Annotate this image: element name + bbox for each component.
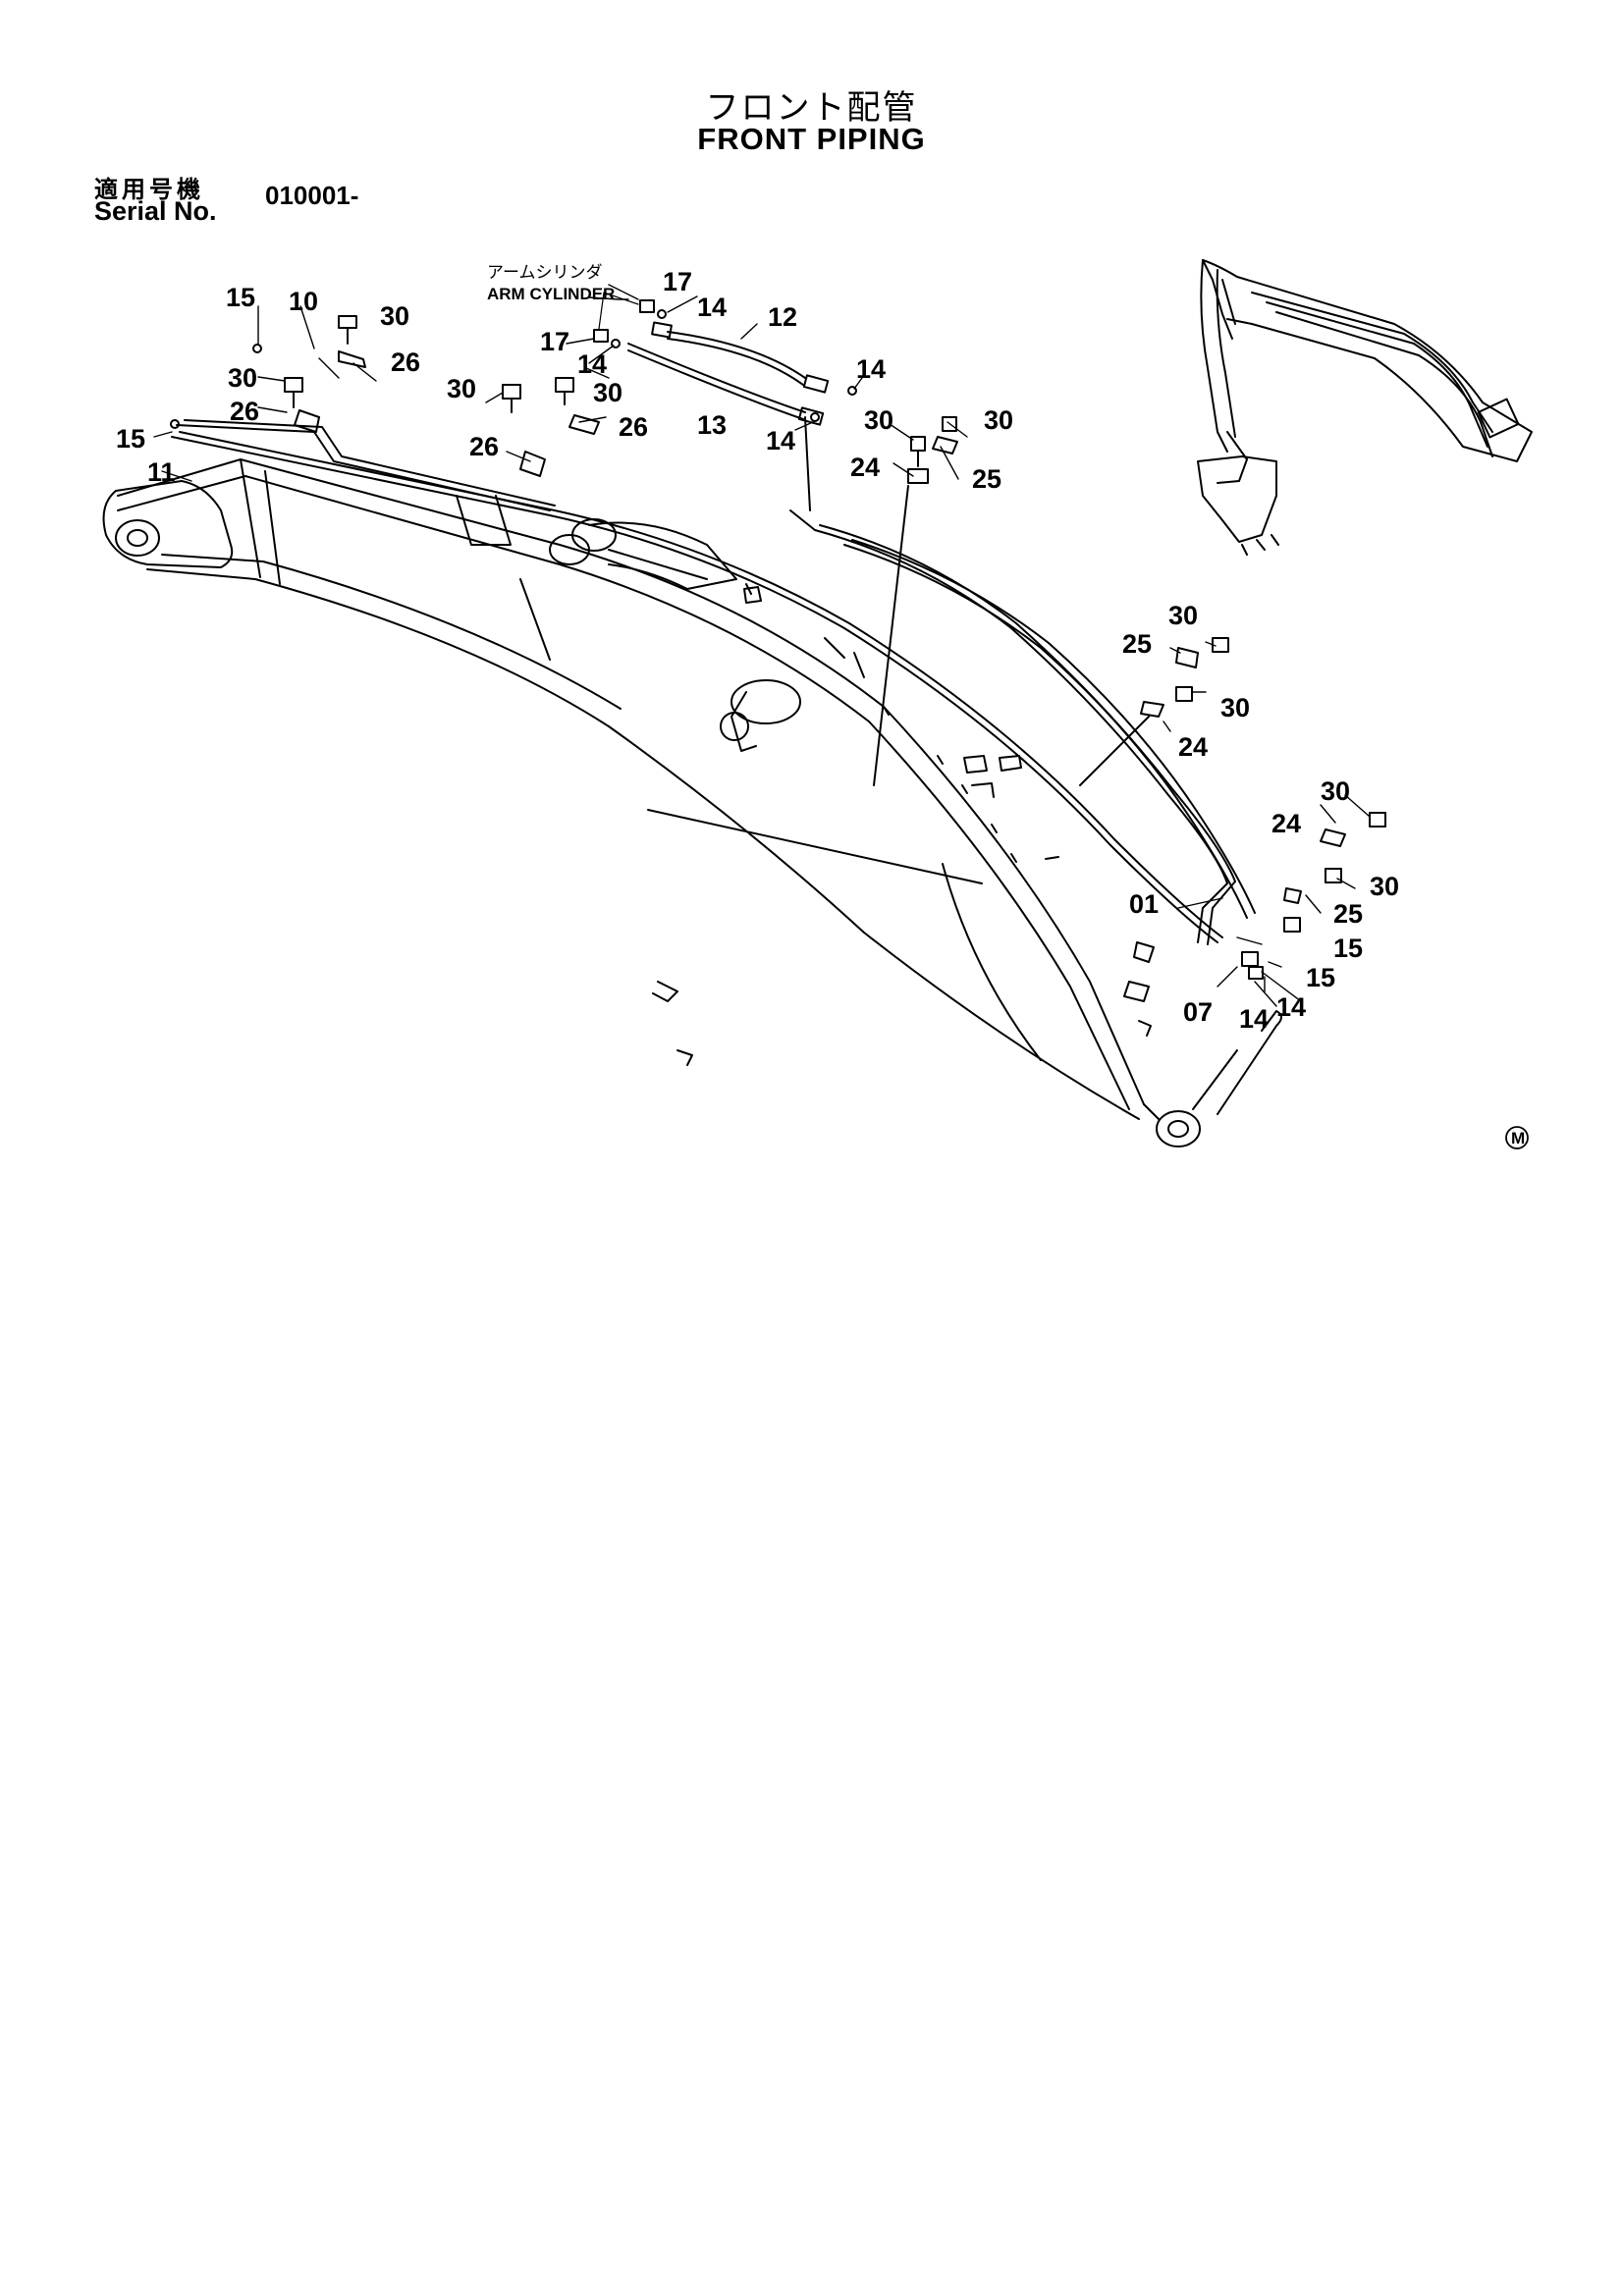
- callout-15: 15: [226, 283, 255, 312]
- serial-number: 010001-: [265, 181, 359, 210]
- revision-marker: M: [1505, 1126, 1529, 1149]
- callout-30: 30: [593, 378, 622, 407]
- callout-30: 30: [864, 405, 893, 435]
- callout-30: 30: [228, 363, 257, 393]
- callout-01: 01: [1129, 889, 1159, 919]
- callout-14: 14: [856, 354, 886, 384]
- page-title-japanese: フロント配管: [705, 88, 918, 128]
- callout-26: 26: [230, 397, 259, 426]
- callout-11: 11: [147, 457, 176, 487]
- serial-label: Serial No.: [94, 196, 217, 226]
- callout-14: 14: [697, 293, 727, 322]
- piping-lines: [171, 419, 1256, 945]
- callout-30: 30: [380, 301, 409, 331]
- callout-30: 30: [1321, 776, 1350, 806]
- callout-30: 30: [1370, 872, 1399, 901]
- callout-30: 30: [1220, 693, 1250, 722]
- callout-30: 30: [1168, 601, 1198, 630]
- arm-cylinder-label-japanese: アームシリンダ: [487, 263, 602, 283]
- callout-14: 14: [766, 426, 795, 455]
- callout-15: 15: [116, 424, 145, 454]
- serial-label-japanese: 適用号機: [94, 176, 204, 203]
- callout-25: 25: [1333, 899, 1363, 929]
- leader-lines: [153, 284, 1371, 1007]
- callout-30: 30: [984, 405, 1013, 435]
- callout-14: 14: [1276, 992, 1306, 1022]
- callout-25: 25: [972, 464, 1001, 494]
- callout-26: 26: [391, 347, 420, 377]
- callout-10: 10: [289, 287, 318, 316]
- page-title: FRONT PIPING: [697, 122, 926, 156]
- callout-26: 26: [619, 412, 648, 442]
- callout-26: 26: [469, 432, 499, 461]
- boom-body: [102, 458, 1282, 1148]
- svg-text:M: M: [1511, 1129, 1525, 1148]
- callout-13: 13: [697, 410, 727, 440]
- callout-15: 15: [1306, 963, 1335, 992]
- callout-14: 14: [577, 349, 607, 379]
- callout-25: 25: [1122, 629, 1152, 659]
- callout-14: 14: [1239, 1004, 1269, 1034]
- fittings: [170, 299, 1386, 1066]
- callout-07: 07: [1183, 997, 1213, 1027]
- callout-17: 17: [663, 267, 692, 296]
- arm-cylinder-leaders: [598, 292, 639, 330]
- callout-17: 17: [540, 327, 569, 356]
- callout-24: 24: [1178, 732, 1208, 762]
- callout-30: 30: [447, 374, 476, 403]
- hoses: [627, 321, 830, 531]
- callout-12: 12: [768, 302, 797, 332]
- callout-24: 24: [1271, 809, 1301, 838]
- callout-numbers: 15 10 30 26 30 26 15 11 17 14 12 17 14 3…: [116, 267, 1399, 1034]
- callout-24: 24: [850, 453, 880, 482]
- excavator-overview: [1197, 259, 1533, 556]
- arm-cylinder-label: ARM CYLINDER: [487, 285, 615, 303]
- callout-15: 15: [1333, 934, 1363, 963]
